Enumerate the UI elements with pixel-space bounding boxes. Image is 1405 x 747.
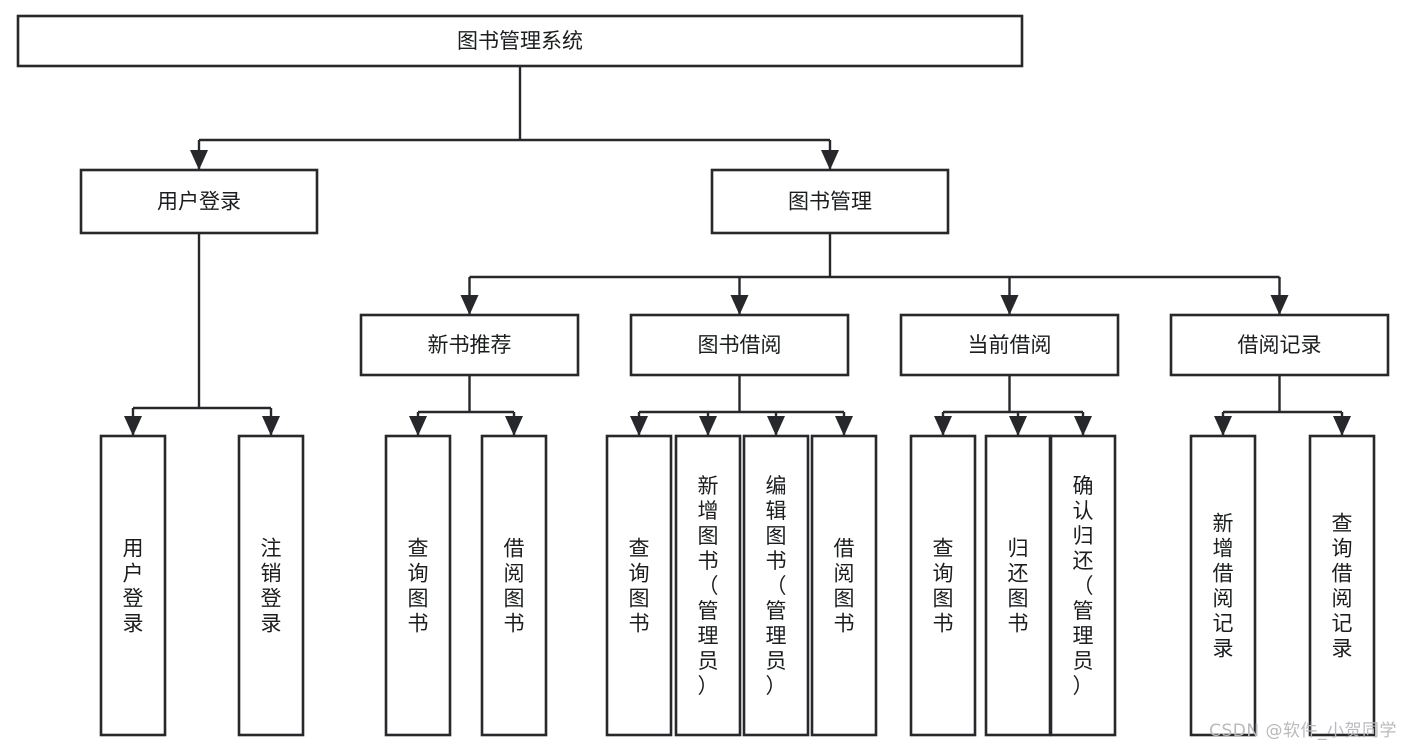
node-leaf-return-book[interactable]: 归还图书 [984,434,1052,737]
node-label: 确认归还（管理员） [1073,474,1094,698]
node-box[interactable] [1169,313,1390,377]
node-box[interactable] [359,313,580,377]
node-box[interactable] [605,434,673,737]
arrow-head-icon [1270,295,1289,315]
node-new-book-recommend[interactable]: 新书推荐 [359,313,580,377]
node-box[interactable] [710,168,950,235]
node-label: 查询图书 [629,537,650,636]
node-box[interactable] [480,434,548,737]
arrow-head-icon [262,416,280,436]
node-book-borrow[interactable]: 图书借阅 [629,313,850,377]
node-leaf-borrow-book-1[interactable]: 借阅图书 [480,434,548,737]
node-user-login[interactable]: 用户登录 [79,168,319,235]
node-leaf-user-login[interactable]: 用户登录 [99,434,167,737]
node-leaf-logout[interactable]: 注销登录 [237,434,305,737]
arrow-head-icon [1333,416,1351,436]
node-label: 新书推荐 [428,333,512,357]
node-label: 当前借阅 [968,333,1052,357]
arrow-head-icon [124,416,142,436]
node-box[interactable] [1308,434,1376,737]
node-label: 查询图书 [933,537,954,636]
node-root-system[interactable]: 图书管理系统 [16,14,1024,68]
node-leaf-add-book[interactable]: 新增图书（管理员） [674,434,742,737]
node-leaf-query-record[interactable]: 查询借阅记录 [1308,434,1376,737]
node-box[interactable] [899,313,1120,377]
node-box[interactable] [1049,434,1117,737]
node-label: 图书管理 [788,190,872,214]
node-current-borrow[interactable]: 当前借阅 [899,313,1120,377]
node-box[interactable] [99,434,167,737]
node-box[interactable] [384,434,452,737]
node-label: 注销登录 [261,537,282,636]
node-label: 借阅图书 [504,537,525,636]
arrow-head-icon [835,416,853,436]
node-label: 新增借阅记录 [1213,512,1234,661]
arrow-head-icon [1000,295,1019,315]
node-label: 用户登录 [157,190,241,214]
node-label: 用户登录 [123,537,144,636]
node-leaf-confirm-return[interactable]: 确认归还（管理员） [1049,434,1117,737]
node-label: 归还图书 [1008,537,1029,636]
node-box[interactable] [810,434,878,737]
node-box[interactable] [742,434,810,737]
arrow-head-icon [730,295,749,315]
arrow-head-icon [767,416,785,436]
node-box[interactable] [674,434,742,737]
arrow-head-icon [1214,416,1232,436]
arrow-head-icon [1009,416,1027,436]
arrow-head-icon [505,416,523,436]
arrow-head-icon [699,416,717,436]
arrow-head-icon [409,416,427,436]
edge-layer [124,66,1351,436]
node-leaf-query-book-3[interactable]: 查询图书 [909,434,977,737]
node-box[interactable] [79,168,319,235]
node-box[interactable] [237,434,305,737]
node-label: 新增图书（管理员） [698,474,719,698]
node-label: 查询借阅记录 [1332,512,1353,661]
arrow-head-icon [1074,416,1092,436]
node-box[interactable] [984,434,1052,737]
node-leaf-borrow-book-2[interactable]: 借阅图书 [810,434,878,737]
node-leaf-query-book-2[interactable]: 查询图书 [605,434,673,737]
node-label: 查询图书 [408,537,429,636]
node-label: 图书管理系统 [457,29,583,53]
node-label: 借阅记录 [1238,333,1322,357]
node-label: 图书借阅 [698,333,782,357]
node-leaf-add-record[interactable]: 新增借阅记录 [1189,434,1257,737]
arrow-head-icon [630,416,648,436]
arrow-head-icon [934,416,952,436]
node-borrow-record[interactable]: 借阅记录 [1169,313,1390,377]
node-layer: 图书管理系统用户登录图书管理新书推荐图书借阅当前借阅借阅记录用户登录注销登录查询… [16,14,1390,737]
arrow-head-icon [821,150,839,170]
node-book-manage[interactable]: 图书管理 [710,168,950,235]
node-label: 借阅图书 [834,537,855,636]
node-leaf-query-book-1[interactable]: 查询图书 [384,434,452,737]
node-leaf-edit-book[interactable]: 编辑图书（管理员） [742,434,810,737]
node-label: 编辑图书（管理员） [766,474,787,698]
arrow-head-icon [460,295,479,315]
node-box[interactable] [16,14,1024,68]
node-box[interactable] [1189,434,1257,737]
arrow-head-icon [190,150,208,170]
node-box[interactable] [909,434,977,737]
node-box[interactable] [629,313,850,377]
